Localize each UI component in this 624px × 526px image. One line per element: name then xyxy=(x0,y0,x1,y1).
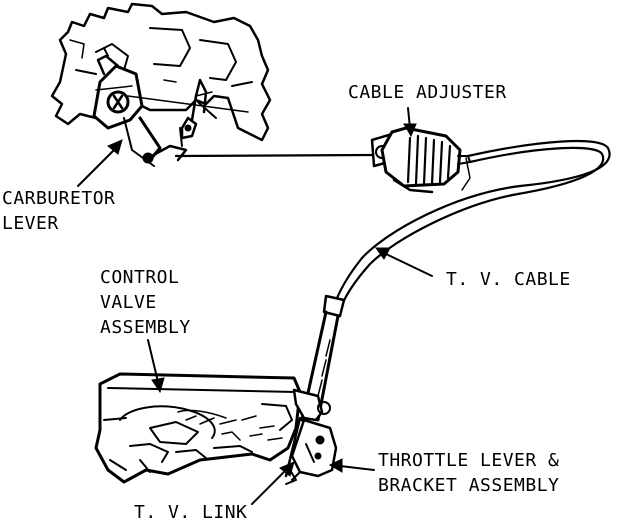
control-valve-label-line-1: CONTROL xyxy=(100,267,180,288)
throttle-lever-label-line-1: THROTTLE LEVER & xyxy=(378,450,560,471)
carburetor-body xyxy=(50,2,272,142)
control-valve-label-line-2: VALVE xyxy=(100,292,157,313)
control-valve-assembly-label: CONTROL VALVE ASSEMBLY xyxy=(100,265,191,340)
tv-link-label: T. V. LINK xyxy=(134,502,248,523)
cable-adjuster-label: CABLE ADJUSTER xyxy=(348,82,507,103)
throttle-lever-label-line-2: BRACKET ASSEMBLY xyxy=(378,475,560,496)
tv-link-leader xyxy=(251,461,295,505)
cable-adjuster xyxy=(370,126,471,194)
carburetor-lever-label-line-2: LEVER xyxy=(2,213,59,234)
throttle-lever-bracket-label: THROTTLE LEVER & BRACKET ASSEMBLY xyxy=(378,448,559,498)
carburetor-lever-label-line-1: CARBURETOR xyxy=(2,188,116,209)
carburetor-lever xyxy=(92,47,249,167)
tv-cable-label: T. V. CABLE xyxy=(446,269,571,290)
tv-cable-leader xyxy=(375,247,433,277)
control-valve-label-line-3: ASSEMBLY xyxy=(100,317,191,338)
carburetor-lever-leader xyxy=(77,139,123,187)
cable-to-adjuster xyxy=(174,153,374,158)
cable-adjuster-leader xyxy=(403,107,417,138)
control-valve-leader xyxy=(147,339,165,394)
throttle-lever-bracket-assembly xyxy=(285,388,338,485)
throttle-lever-leader xyxy=(328,458,375,473)
tv-cable xyxy=(300,139,611,422)
control-valve-assembly xyxy=(94,372,302,484)
carburetor-lever-label: CARBURETOR LEVER xyxy=(2,186,115,236)
